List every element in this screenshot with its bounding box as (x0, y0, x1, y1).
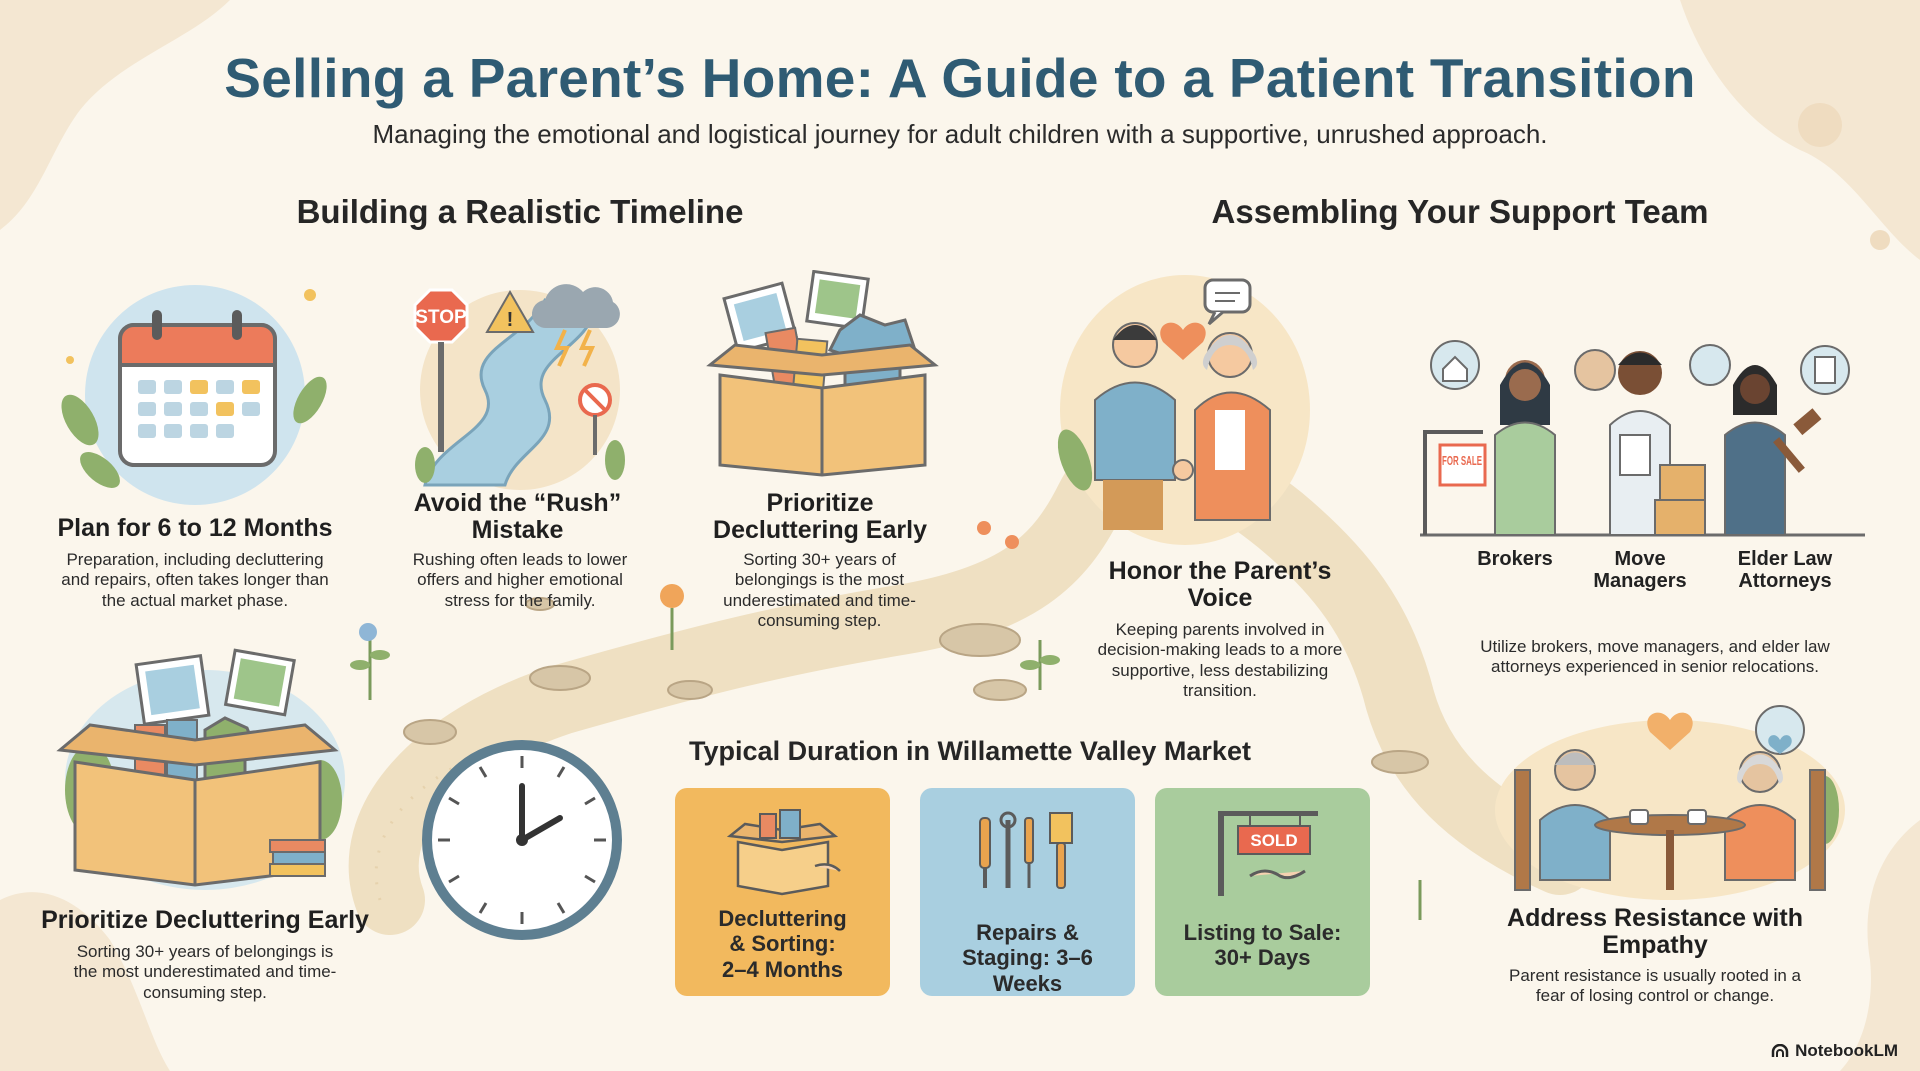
brand-name: NotebookLM (1795, 1041, 1898, 1060)
declutter-left-title: Prioritize Decluttering Early (41, 906, 369, 934)
duration-label-listing: Listing to Sale: 30+ Days (1183, 920, 1342, 971)
team-desc: Utilize brokers, move managers, and elde… (1480, 637, 1830, 677)
tools-icon (979, 811, 1073, 889)
team-label-elder-law: Elder Law Attorneys (1737, 548, 1833, 592)
declutter-box-icon-left (56, 648, 345, 890)
sold-sign-text: SOLD (1250, 831, 1297, 850)
duration-box-listing: SOLD Listing to Sale: 30+ Days (1155, 788, 1370, 996)
for-sale-sign-text: FOR SALE (1442, 453, 1482, 468)
duration-heading: Typical Duration in Willamette Valley Ma… (689, 736, 1251, 766)
voice-card-title: Honor the Parent’s Voice (1108, 557, 1332, 612)
parent-child-icon (1057, 275, 1310, 545)
resistance-card-desc: Parent resistance is usually rooted in a… (1509, 966, 1801, 1006)
brand-footer: NotebookLM (1771, 1041, 1898, 1061)
team-label-brokers: Brokers (1477, 548, 1553, 570)
resistance-card-title: Address Resistance with Empathy (1507, 904, 1803, 959)
team-label-move-managers: Move Managers (1593, 548, 1687, 592)
declutter-top-title: Prioritize Decluttering Early (713, 489, 927, 544)
duration-label-declutter: Decluttering & Sorting: 2–4 Months (718, 906, 847, 982)
clock-icon (422, 740, 622, 940)
duration-box-declutter: Decluttering & Sorting: 2–4 Months (675, 788, 890, 996)
stop-road-icon: STOP ! (413, 284, 625, 490)
voice-card-desc: Keeping parents involved in decision-mak… (1097, 620, 1343, 701)
plan-card-desc: Preparation, including decluttering and … (61, 550, 329, 610)
team-heading: Assembling Your Support Team (1211, 193, 1709, 230)
notebooklm-logo-icon (1771, 1044, 1789, 1057)
rush-card-desc: Rushing often leads to lower offers and … (412, 550, 628, 610)
page-subtitle: Managing the emotional and logistical jo… (372, 119, 1548, 149)
couple-table-icon (1495, 705, 1845, 900)
plan-card-title: Plan for 6 to 12 Months (57, 514, 333, 542)
svg-text:!: ! (507, 309, 514, 331)
timeline-heading: Building a Realistic Timeline (296, 193, 744, 230)
page-title: Selling a Parent’s Home: A Guide to a Pa… (224, 47, 1696, 109)
duration-label-repairs: Repairs & Staging: 3–6 Weeks (962, 920, 1093, 996)
sold-sign-icon: SOLD (1218, 811, 1318, 896)
declutter-left-desc: Sorting 30+ years of belongings is the m… (73, 942, 337, 1002)
box-hands-icon (726, 809, 841, 896)
declutter-box-icon-top (706, 270, 939, 477)
stop-sign-text: STOP (415, 307, 467, 328)
calendar-icon (61, 285, 327, 505)
duration-box-repairs: Repairs & Staging: 3–6 Weeks (920, 788, 1135, 996)
support-team-icon: FOR SALE (1420, 340, 1865, 537)
declutter-top-desc: Sorting 30+ years of belongings is the m… (723, 550, 916, 631)
rush-card-title: Avoid the “Rush” Mistake (413, 489, 622, 544)
